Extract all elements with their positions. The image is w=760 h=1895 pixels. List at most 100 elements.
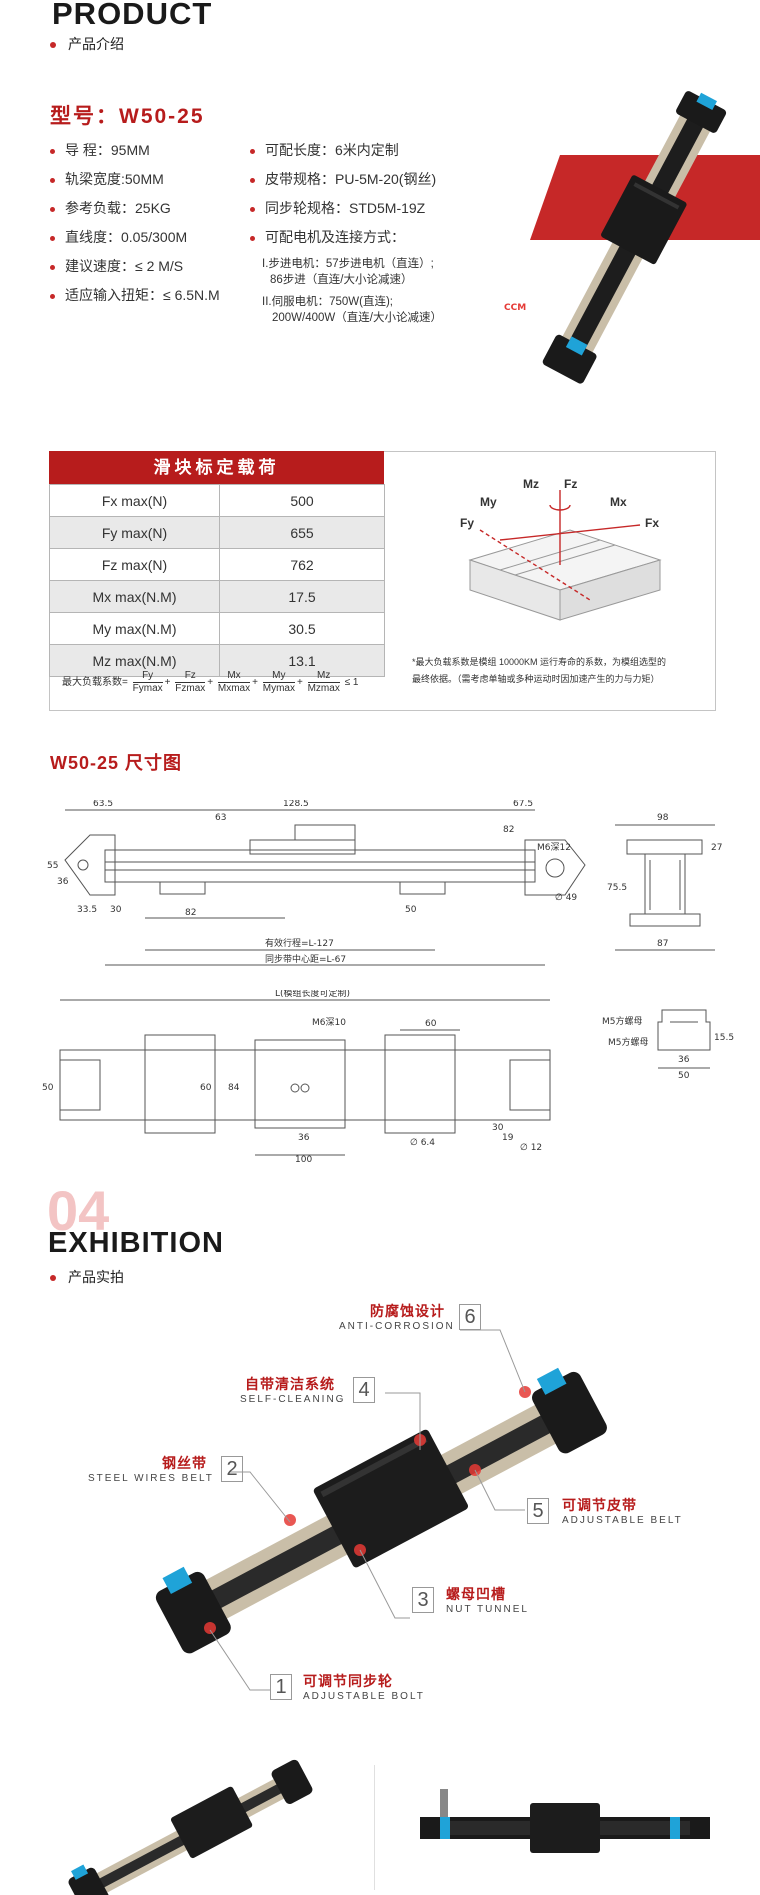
callout-4-subtitle: SELF-CLEANING: [240, 1394, 346, 1405]
end-view-drawing: 98 75.5 27 87: [607, 813, 722, 960]
dim-stroke: 有效行程=L-127: [265, 937, 334, 949]
dim-30: 30: [110, 905, 122, 915]
label-m5-nut-b: M5方螺母: [608, 1036, 649, 1048]
load-table-title: 滑块标定载荷: [49, 451, 384, 484]
dim-27: 27: [711, 843, 722, 853]
dim-belt-center: 同步带中心距=L-67: [265, 953, 346, 965]
dim-82: 82: [185, 908, 196, 918]
table-row: Fy max(N)655: [49, 516, 385, 549]
callout-3-subtitle: NUT TUNNEL: [446, 1604, 529, 1615]
callout-4-title: 自带清洁系统: [245, 1376, 335, 1392]
side-view-drawing: 63.5 128.5 63 67.5 M6深12 ∅ 49 33.5 30 82…: [47, 800, 590, 970]
dim-m6-10: M6深10: [312, 1017, 346, 1028]
dim-67-5: 67.5: [513, 800, 533, 809]
callout-6-number: 6: [459, 1304, 481, 1330]
dim-98: 98: [657, 813, 669, 823]
callout-5-subtitle: ADJUSTABLE BELT: [562, 1515, 683, 1526]
dim-87: 87: [657, 939, 668, 949]
carriage-block: [313, 1429, 469, 1568]
label-my: My: [480, 495, 497, 509]
cap-blue-right: [536, 1367, 567, 1395]
dim-128-5: 128.5: [283, 800, 309, 809]
exhibition-heading: EXHIBITION: [48, 1227, 224, 1259]
dim-30b: 30: [492, 1123, 504, 1133]
callout-2-title: 钢丝带: [162, 1455, 207, 1471]
dim-60: 60: [425, 1019, 437, 1029]
dim-63: 63: [215, 813, 226, 823]
photo-front-view: [420, 1789, 710, 1853]
callout-2-subtitle: STEEL WIRES BELT: [88, 1473, 214, 1484]
dim-50b: 50: [42, 1083, 54, 1093]
table-row: Fz max(N)762: [49, 548, 385, 581]
cap-blue-bottom: [565, 336, 588, 356]
dim-84: 84: [228, 1083, 240, 1093]
load-diagram: Mz Fz My Mx Fy Fx: [460, 477, 662, 621]
dim-19: 19: [502, 1133, 514, 1143]
exhibition-subheading: 产品实拍: [50, 1267, 124, 1287]
specs-right: 可配长度：6米内定制 皮带规格：PU-5M-20(钢丝) 同步轮规格：STD5M…: [250, 140, 436, 256]
callout-5-number: 5: [527, 1498, 549, 1524]
label-fz: Fz: [564, 477, 577, 491]
callout-3-title: 螺母凹槽: [446, 1586, 506, 1602]
label-fy: Fy: [460, 516, 474, 530]
cap-blue-top: [696, 92, 718, 111]
top-view-drawing: L(模组长度可定制) M6深10 60 36 100 ∅ 6.4 ∅ 12 50…: [42, 990, 570, 1165]
dim-36b: 36: [298, 1133, 310, 1143]
exhibition-photo: [155, 1367, 607, 1654]
dim-36: 36: [57, 877, 69, 887]
section-drawing: M5方螺母 M5方螺母 36 50 15.5: [602, 1000, 734, 1080]
table-row: My max(N.M)30.5: [49, 612, 385, 645]
dim-m6: M6深12: [537, 842, 571, 853]
dim-phi6-4: ∅ 6.4: [410, 1138, 435, 1148]
dim-phi49: ∅ 49: [555, 893, 577, 903]
dimension-title: W50-25 尺寸图: [50, 753, 183, 773]
callout-6-subtitle: ANTI-CORROSION: [339, 1321, 455, 1332]
product-photo: CCM: [504, 91, 760, 384]
section-number: 04: [47, 1179, 110, 1242]
dim-60b: 60: [200, 1083, 212, 1093]
dim-100: 100: [295, 1155, 312, 1165]
product-heading: PRODUCT: [52, 0, 213, 31]
product-subheading: 产品介绍: [50, 34, 124, 54]
end-cap-top: [676, 91, 727, 133]
label-m5-nut-a: M5方螺母: [602, 1015, 643, 1027]
dim-33-5: 33.5: [77, 905, 97, 915]
table-row: Mx max(N.M)17.5: [49, 580, 385, 613]
cap-blue-left: [162, 1566, 193, 1594]
dim-50: 50: [405, 905, 417, 915]
dim-75-5: 75.5: [607, 883, 627, 893]
photo-divider: [374, 1765, 375, 1890]
motor-notes: I.步进电机：57步进电机（直连）; 86步进（直连/大小论减速） II.伺服电…: [262, 258, 442, 324]
callout-1-number: 1: [270, 1674, 292, 1700]
dim-36c: 36: [678, 1055, 690, 1065]
callout-leaders: [0, 1300, 760, 1740]
dim-63-5: 63.5: [93, 800, 113, 809]
callout-5-title: 可调节皮带: [562, 1497, 637, 1513]
dim-total-length: L(模组长度可定制): [275, 990, 350, 999]
end-cap-right: [532, 1371, 607, 1454]
load-table: Fx max(N)500 Fy max(N)655 Fz max(N)762 M…: [49, 484, 385, 677]
end-cap-bottom: [542, 334, 597, 384]
callout-1-subtitle: ADJUSTABLE BOLT: [303, 1691, 425, 1702]
callout-2-number: 2: [221, 1456, 243, 1482]
marker-2: [284, 1514, 296, 1526]
dim-15-5: 15.5: [714, 1033, 734, 1043]
label-fx: Fx: [645, 516, 659, 530]
table-row: Fx max(N)500: [49, 484, 385, 517]
dim-82b: 82: [503, 825, 514, 835]
callout-4-number: 4: [353, 1377, 375, 1403]
specs-left: 导 程：95MM 轨梁宽度:50MM 参考负载：25KG 直线度：0.05/30…: [50, 140, 220, 314]
model-title: 型号：W50-25: [50, 105, 205, 128]
marker-1: [204, 1622, 216, 1634]
brand-logo: CCM: [504, 303, 526, 313]
dim-50c: 50: [678, 1071, 690, 1080]
dim-phi12: ∅ 12: [520, 1143, 542, 1153]
callout-6-title: 防腐蚀设计: [370, 1303, 445, 1319]
photo-angled-view: [68, 1759, 313, 1895]
dim-55: 55: [47, 861, 58, 871]
callout-1-title: 可调节同步轮: [303, 1673, 393, 1689]
label-mx: Mx: [610, 495, 627, 509]
carriage-block: [601, 175, 687, 265]
label-mz: Mz: [523, 477, 539, 491]
